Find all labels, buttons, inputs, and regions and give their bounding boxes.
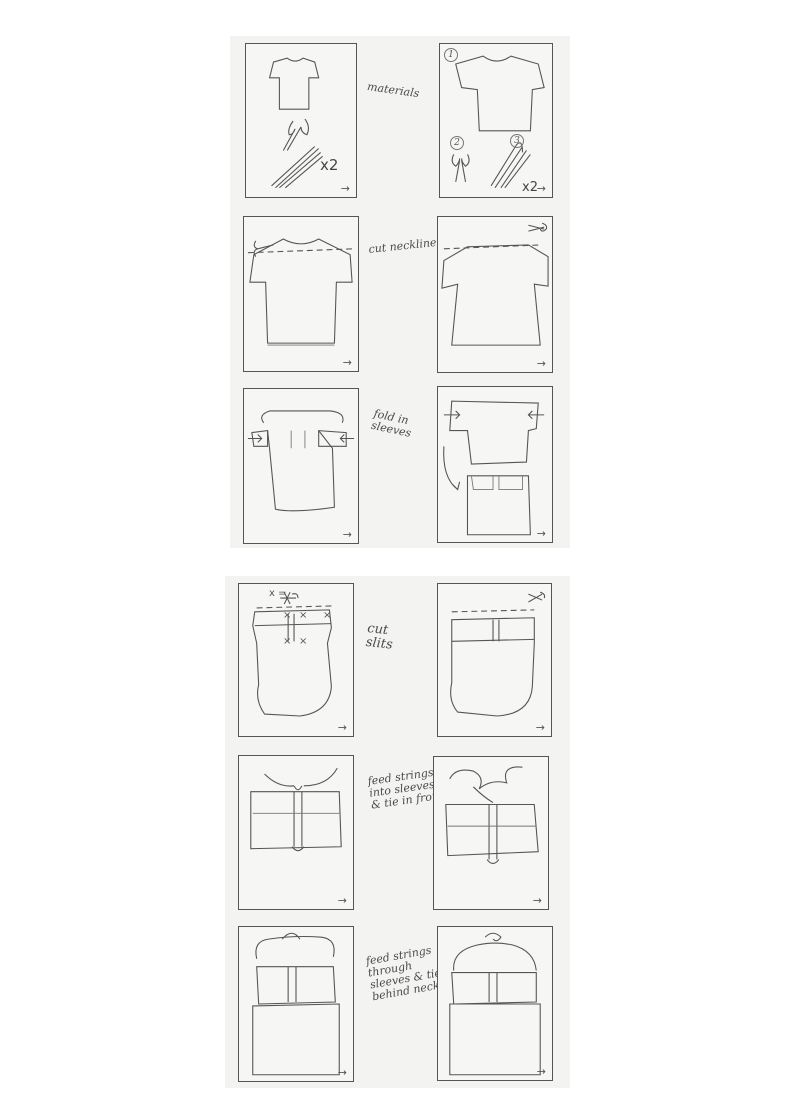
- panel-materials-right: 1 2 3 x2 →: [439, 43, 553, 198]
- arrow-icon: →: [337, 721, 347, 734]
- scissors-icon: [282, 118, 309, 151]
- tshirt-icon: [445, 803, 539, 864]
- step-caption-materials: materials: [366, 80, 421, 101]
- string-icon: [255, 932, 335, 959]
- arrow-icon: →: [536, 182, 546, 195]
- sketch-sheet-2: x = × × × × × → cut slits → → fe: [225, 576, 570, 1088]
- panel-cut-slits-left: x = × × × × × →: [238, 583, 354, 737]
- string-icon: [453, 932, 537, 971]
- tshirt-icon: [268, 57, 320, 110]
- tshirt-icon: [449, 972, 541, 1076]
- panel-tie-front-left: →: [238, 755, 354, 910]
- arrow-icon: →: [337, 894, 347, 907]
- scissors-icon: [451, 154, 470, 183]
- string-icon: [449, 766, 523, 803]
- arrow-icon: [247, 434, 355, 443]
- scissors-icon: [528, 222, 548, 232]
- string-icon: [490, 142, 531, 189]
- panel-tie-neck-right: →: [437, 926, 553, 1081]
- tshirt-icon: [250, 791, 342, 852]
- quantity-label: x2: [522, 180, 538, 195]
- step-caption-cut-slits: cut slits: [365, 621, 394, 653]
- arrow-icon: →: [536, 357, 546, 370]
- step-caption-fold-sleeves: fold in sleeves: [370, 407, 413, 440]
- panel-tie-front-right: →: [433, 756, 549, 910]
- step-caption-cut-neckline: cut neckline: [367, 235, 438, 256]
- panel-cut-neckline-left: →: [243, 216, 359, 372]
- panel-cut-neckline-right: →: [437, 216, 553, 373]
- tshirt-icon: [251, 410, 347, 512]
- tshirt-icon: [252, 609, 332, 717]
- sketch-sheet-1: x2 → materials 1 2 3 x2 → → cut neckline: [230, 36, 570, 548]
- cut-mark: ×: [299, 636, 308, 647]
- cut-mark-label: x =: [269, 588, 287, 599]
- arrow-icon: →: [535, 721, 545, 734]
- panel-tie-neck-left: →: [238, 926, 354, 1082]
- cut-mark: ×: [299, 610, 308, 621]
- tshirt-icon: [450, 609, 535, 717]
- tshirt-icon: [443, 400, 539, 536]
- arrow-icon: →: [532, 894, 542, 907]
- step-number: 3: [510, 134, 524, 148]
- quantity-label: x2: [320, 156, 339, 174]
- scissors-icon: [528, 591, 546, 603]
- arrow-icon: →: [340, 182, 350, 195]
- panel-fold-sleeves-left: →: [243, 388, 359, 544]
- step-number: 2: [450, 136, 464, 150]
- tshirt-icon: [455, 55, 545, 132]
- cut-mark: ×: [283, 636, 292, 647]
- scissors-icon: [256, 591, 332, 609]
- tshirt-icon: [441, 244, 549, 346]
- arrow-icon: →: [342, 528, 352, 541]
- cut-mark: ×: [283, 610, 292, 621]
- tshirt-icon: [252, 966, 340, 1076]
- tshirt-icon: [247, 238, 355, 346]
- arrow-icon: →: [337, 1066, 347, 1079]
- string-icon: [264, 767, 338, 791]
- arrow-icon: →: [536, 1065, 546, 1078]
- arrow-icon: →: [536, 527, 546, 540]
- arrow-icon: [443, 410, 545, 420]
- string-icon: [271, 146, 323, 189]
- cut-mark: ×: [323, 610, 332, 621]
- scissors-icon: [253, 240, 274, 257]
- step-number: 1: [444, 48, 458, 62]
- panel-fold-sleeves-right: →: [437, 386, 553, 543]
- arrow-icon: →: [342, 356, 352, 369]
- panel-materials-left: x2 →: [245, 43, 357, 198]
- panel-cut-slits-right: →: [437, 583, 552, 737]
